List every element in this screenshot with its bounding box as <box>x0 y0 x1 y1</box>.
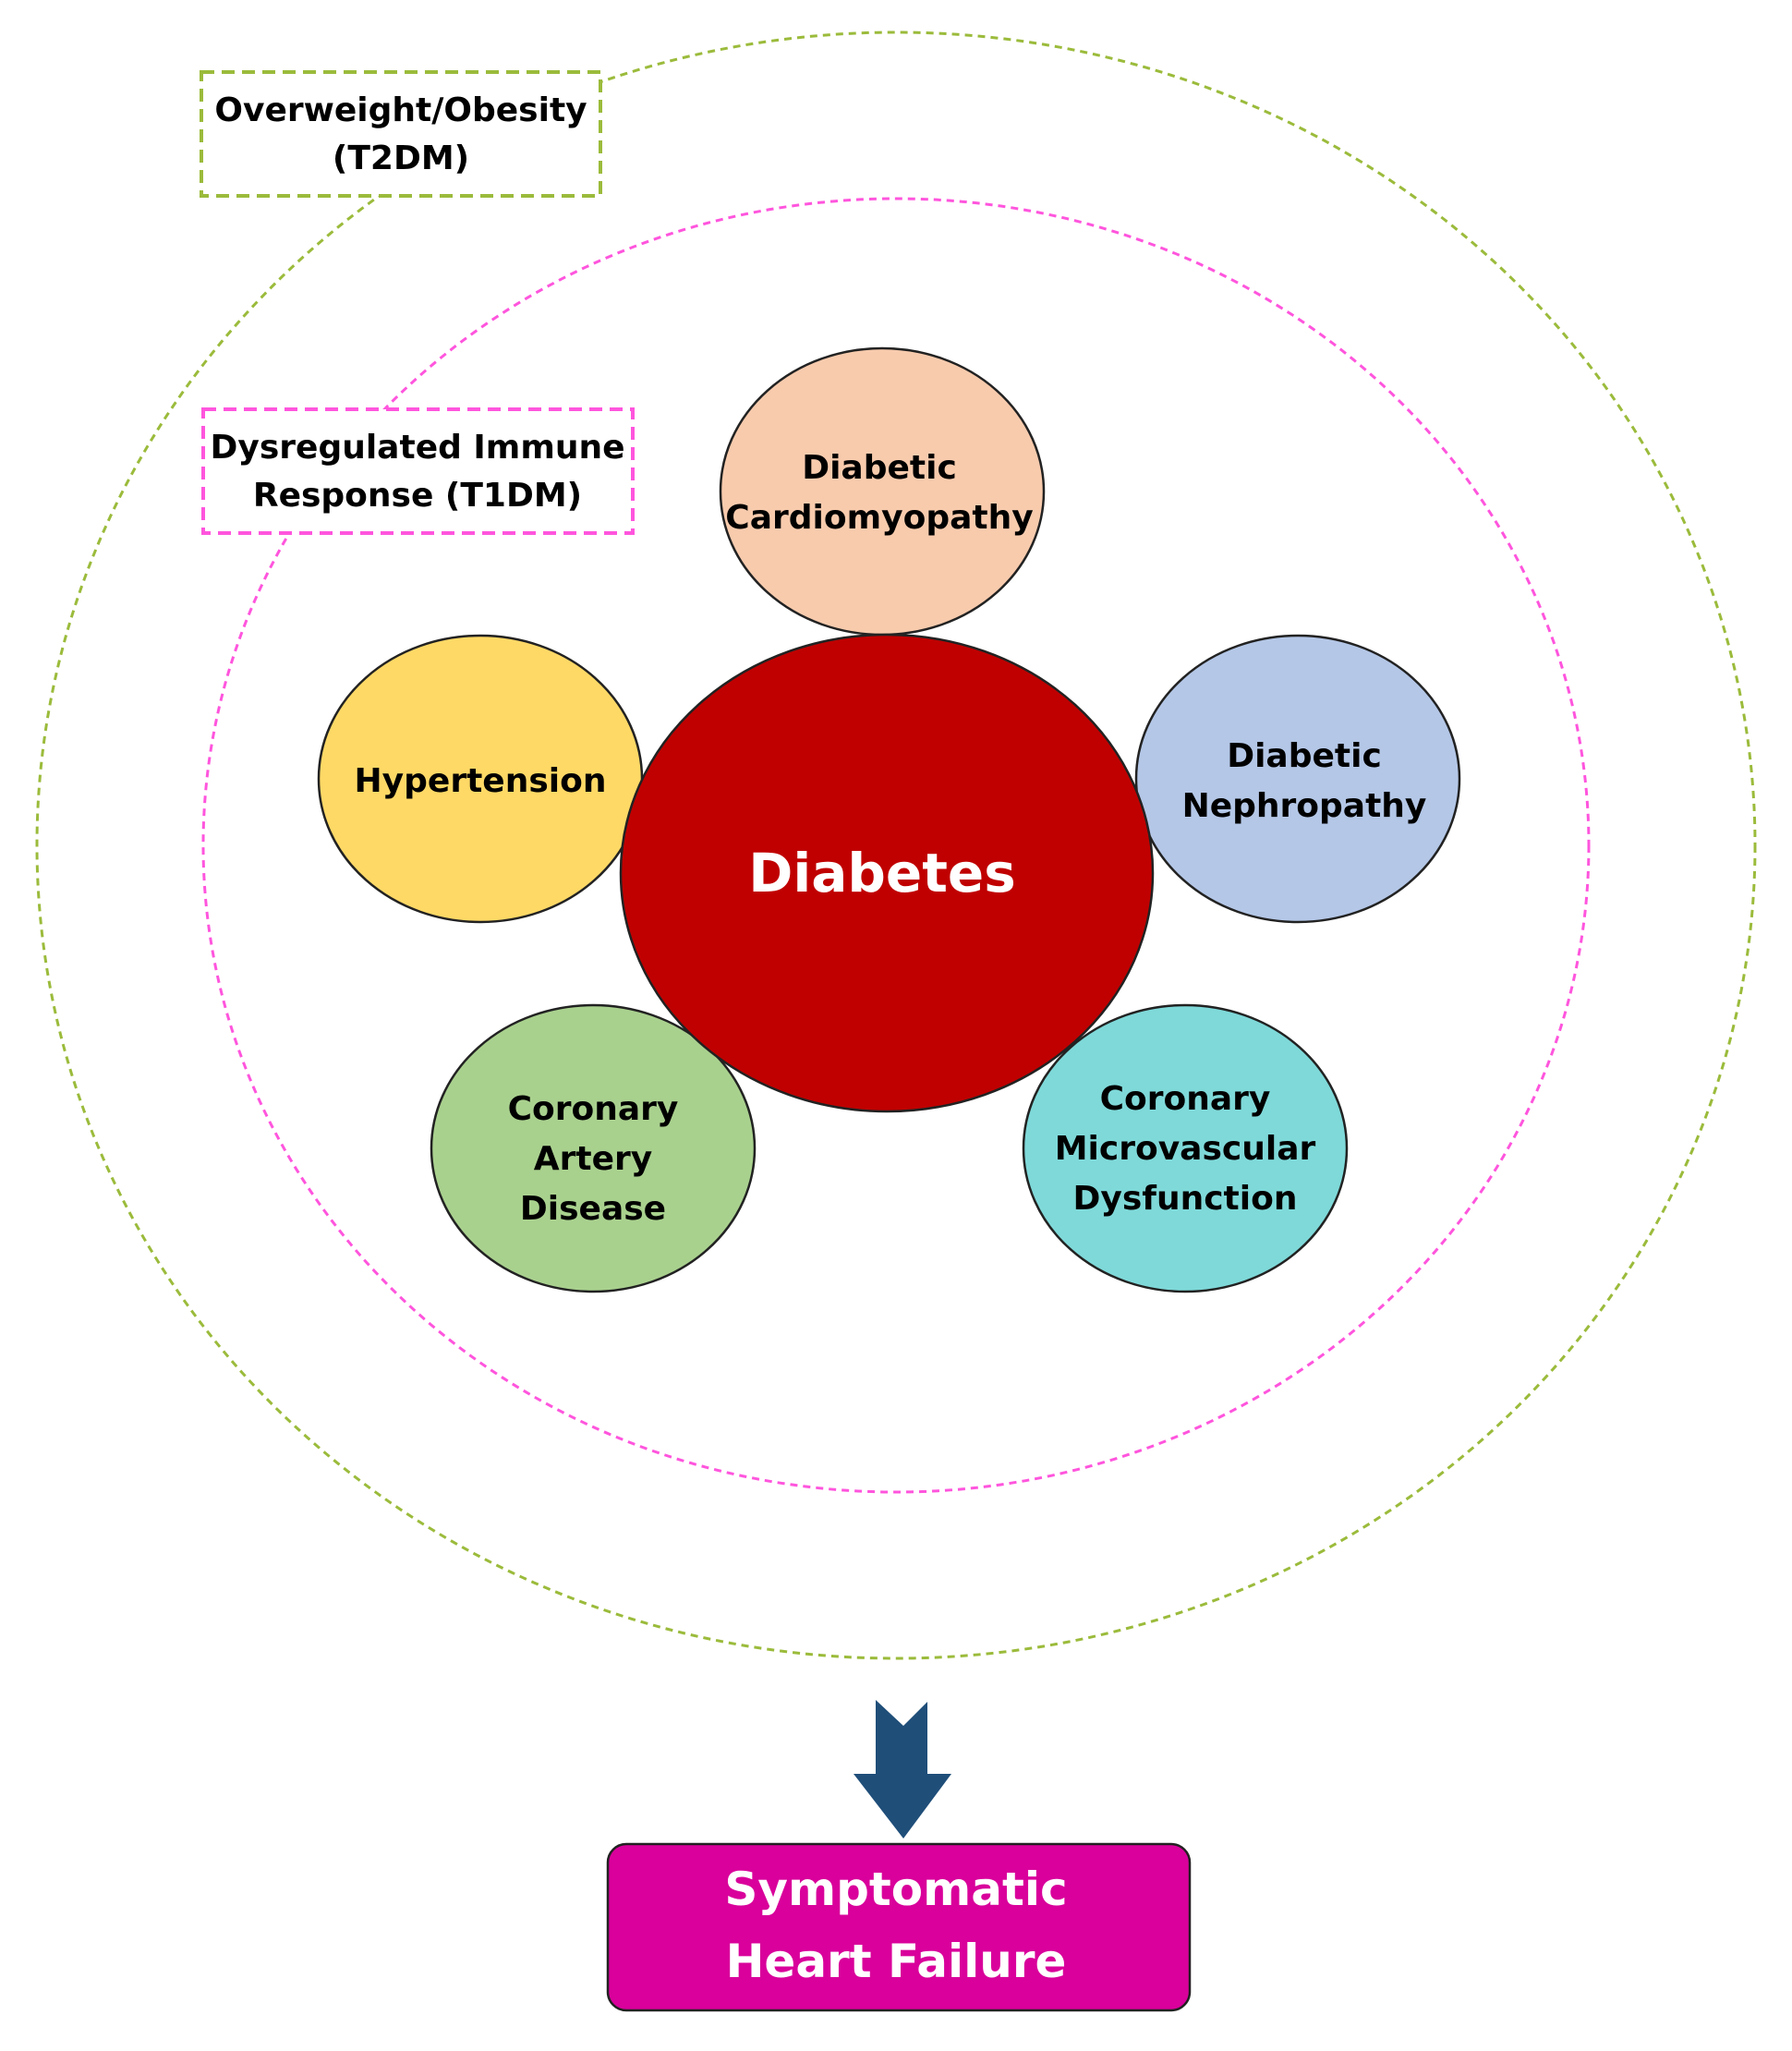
node-nephropathy-circle <box>1134 634 1461 924</box>
outcome-label-line: Symptomatic <box>724 1863 1067 1916</box>
outcome-box-rect <box>606 1842 1192 2012</box>
node-label-line: Coronary <box>508 1090 679 1128</box>
outer-ring-label-box <box>200 70 602 198</box>
node-coronary-microvascular-dysfunction: Coronary Microvascular Dysfunction <box>1022 1003 1349 1293</box>
svg-text:Diabetes: Diabetes <box>748 842 1016 904</box>
outcome-box: Symptomatic Heart Failure <box>606 1842 1192 2012</box>
svg-text:Dysfunction: Dysfunction <box>1073 1180 1298 1218</box>
inner-ring <box>201 197 1591 1494</box>
svg-text:Cardiomyopathy: Cardiomyopathy <box>725 499 1033 537</box>
node-label-line: Nephropathy <box>1182 787 1427 825</box>
inner-ring-label-line: Response (T1DM) <box>253 477 582 515</box>
outer-ring-label: Overweight/Obesity (T2DM) <box>200 70 602 198</box>
svg-text:Microvascular: Microvascular <box>1055 1130 1316 1168</box>
svg-text:Overweight/Obesity: Overweight/Obesity <box>214 91 587 129</box>
svg-text:Coronary: Coronary <box>508 1090 679 1128</box>
node-cardiomyopathy: Diabetic Cardiomyopathy <box>719 346 1046 637</box>
outer-ring-label-line: Overweight/Obesity <box>214 91 587 129</box>
svg-text:Coronary: Coronary <box>1100 1080 1271 1118</box>
svg-text:Response (T1DM): Response (T1DM) <box>253 477 582 515</box>
node-label-line: Dysfunction <box>1073 1180 1298 1218</box>
node-label-line: Diabetic <box>1227 737 1382 775</box>
node-label-line: Disease <box>520 1190 666 1228</box>
node-coronary-artery-disease: Coronary Artery Disease <box>430 1003 757 1293</box>
node-coronary-microvascular-dysfunction-circle <box>1022 1003 1349 1293</box>
node-label-line: Cardiomyopathy <box>725 499 1033 537</box>
node-cardiomyopathy-circle <box>719 346 1046 637</box>
inner-ring-label: Dysregulated Immune Response (T1DM) <box>201 407 635 535</box>
node-label-line: Coronary <box>1100 1080 1271 1118</box>
down-arrow-icon <box>854 1700 951 1839</box>
inner-ring-label-line: Dysregulated Immune <box>211 429 625 467</box>
svg-text:(T2DM): (T2DM) <box>333 140 469 177</box>
svg-text:Diabetic: Diabetic <box>802 449 957 487</box>
outer-ring-label-line: (T2DM) <box>333 140 469 177</box>
node-hypertension: Hypertension <box>317 634 644 924</box>
svg-text:Heart Failure: Heart Failure <box>726 1935 1067 1988</box>
svg-text:Diabetic: Diabetic <box>1227 737 1382 775</box>
center-label: Diabetes <box>748 842 1016 904</box>
svg-text:Dysregulated Immune: Dysregulated Immune <box>211 429 625 467</box>
svg-text:Disease: Disease <box>520 1190 666 1228</box>
node-label-line: Hypertension <box>355 762 607 800</box>
svg-text:Nephropathy: Nephropathy <box>1182 787 1427 825</box>
outer-ring <box>35 30 1757 1660</box>
node-nephropathy: Diabetic Nephropathy <box>1134 634 1461 924</box>
svg-text:Artery: Artery <box>534 1140 652 1178</box>
node-label-line: Diabetic <box>802 449 957 487</box>
inner-ring-label-box <box>201 407 635 535</box>
node-coronary-artery-disease-circle <box>430 1003 757 1293</box>
center-diabetes: Diabetes <box>619 633 1155 1113</box>
node-label-line: Artery <box>534 1140 652 1178</box>
svg-text:Hypertension: Hypertension <box>355 762 607 800</box>
outcome-label-line: Heart Failure <box>726 1935 1067 1988</box>
node-label-line: Microvascular <box>1055 1130 1316 1168</box>
svg-text:Symptomatic: Symptomatic <box>724 1863 1067 1916</box>
center-diabetes-circle <box>619 633 1155 1113</box>
